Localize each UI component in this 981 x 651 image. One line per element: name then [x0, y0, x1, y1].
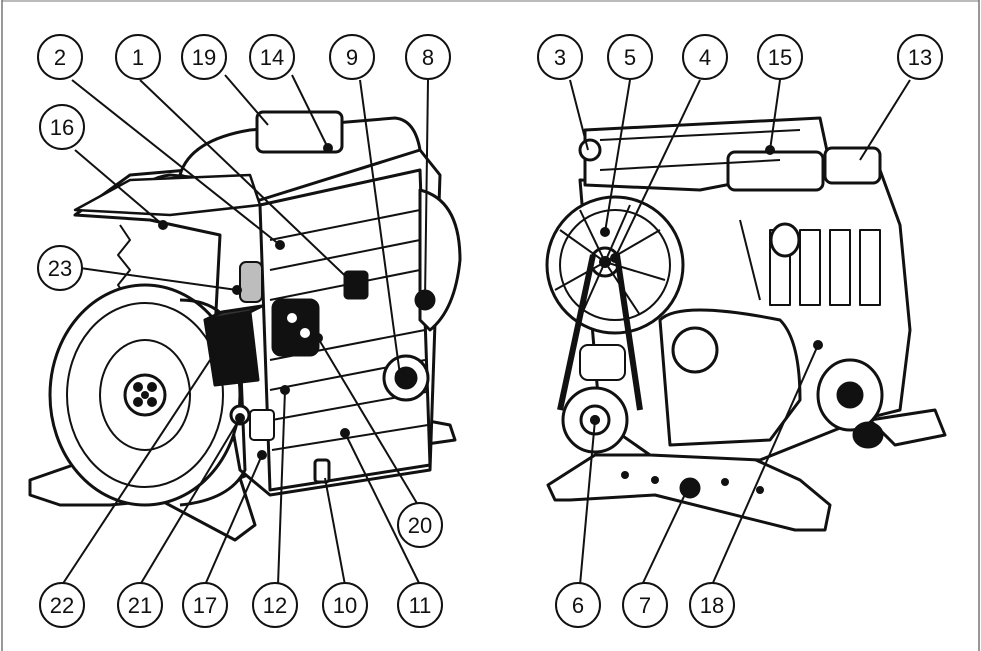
callout-15: 15	[757, 34, 803, 80]
callout-number: 6	[572, 593, 584, 618]
callout-circle	[689, 582, 735, 628]
engine-flywheel-side-illustration	[28, 110, 462, 542]
callout-14: 14	[249, 34, 295, 80]
callout-circle	[181, 34, 227, 80]
callout-circle	[182, 582, 228, 628]
leader-dot-23	[232, 285, 242, 295]
leader-dot-16	[158, 220, 168, 230]
callout-10: 10	[322, 582, 368, 628]
callout-number: 4	[699, 45, 711, 70]
leader-dot-6	[590, 415, 600, 425]
callout-9: 9	[329, 34, 375, 80]
callout-16: 16	[39, 104, 85, 150]
callout-number: 13	[908, 45, 932, 70]
callout-number: 3	[554, 45, 566, 70]
callout-number: 10	[333, 593, 357, 618]
leader-dot-15	[765, 145, 775, 155]
callout-circle	[397, 502, 443, 548]
callout-circle	[39, 104, 85, 150]
callout-number: 23	[48, 256, 72, 281]
leader-dot-8	[420, 295, 430, 305]
callout-circle	[397, 582, 443, 628]
callout-circle	[117, 582, 163, 628]
callout-circle	[37, 34, 83, 80]
callout-circle	[757, 34, 803, 80]
callout-number: 16	[50, 115, 74, 140]
leader-dot-22	[213, 343, 223, 353]
callout-circle	[682, 34, 728, 80]
leader-dot-9	[395, 370, 405, 380]
callouts-right-group: 3 5 4 15 13 6 7 18	[537, 34, 943, 628]
callout-number: 1	[132, 45, 144, 70]
callout-circle	[115, 34, 161, 80]
leader-dot-17	[257, 450, 267, 460]
callout-number: 17	[193, 593, 217, 618]
leader-dot-2	[275, 240, 285, 250]
callout-number: 19	[192, 45, 216, 70]
callout-22: 22	[39, 582, 85, 628]
callout-number: 12	[263, 593, 287, 618]
callout-circle	[537, 34, 583, 80]
callout-17: 17	[182, 582, 228, 628]
callout-circle	[252, 582, 298, 628]
callout-number: 7	[639, 593, 651, 618]
callout-number: 18	[700, 593, 724, 618]
leader-dot-11	[340, 428, 350, 438]
callout-circle	[329, 34, 375, 80]
callout-number: 22	[50, 593, 74, 618]
callout-7: 7	[622, 582, 668, 628]
callout-number: 21	[128, 593, 152, 618]
callout-number: 14	[260, 45, 284, 70]
leader-dot-14	[323, 143, 333, 153]
callout-number: 5	[624, 45, 636, 70]
callout-21: 21	[117, 582, 163, 628]
callout-circle	[607, 34, 653, 80]
callout-circle	[322, 582, 368, 628]
leader-dot-12	[280, 385, 290, 395]
callout-circle	[897, 34, 943, 80]
callout-leader-lines	[61, 74, 911, 586]
callout-circle	[622, 582, 668, 628]
callout-8: 8	[405, 34, 451, 80]
leader-dot-5	[600, 227, 610, 237]
callout-13: 13	[897, 34, 943, 80]
callout-number: 15	[768, 45, 792, 70]
leader-dot-20	[313, 333, 323, 343]
callout-circle	[39, 582, 85, 628]
callout-circle	[249, 34, 295, 80]
callout-19: 19	[181, 34, 227, 80]
callout-circle	[405, 34, 451, 80]
engine-fan-side-illustration	[545, 116, 947, 532]
callout-6: 6	[555, 582, 601, 628]
leader-dot-4	[610, 253, 620, 263]
callout-number: 9	[346, 45, 358, 70]
callout-number: 8	[422, 45, 434, 70]
leader-dot-21	[235, 413, 245, 423]
callout-1: 1	[115, 34, 161, 80]
callout-11: 11	[397, 582, 443, 628]
leader-dot-18	[813, 340, 823, 350]
callout-20: 20	[397, 502, 443, 548]
leader-dot-1	[355, 285, 365, 295]
callout-circle	[37, 245, 83, 291]
callout-number: 20	[408, 513, 432, 538]
callout-3: 3	[537, 34, 583, 80]
callout-5: 5	[607, 34, 653, 80]
callout-number: 2	[54, 45, 66, 70]
callout-4: 4	[682, 34, 728, 80]
callout-23: 23	[37, 245, 83, 291]
callout-2: 2	[37, 34, 83, 80]
callout-18: 18	[689, 582, 735, 628]
callout-circle	[555, 582, 601, 628]
callout-12: 12	[252, 582, 298, 628]
callout-number: 11	[409, 593, 432, 618]
